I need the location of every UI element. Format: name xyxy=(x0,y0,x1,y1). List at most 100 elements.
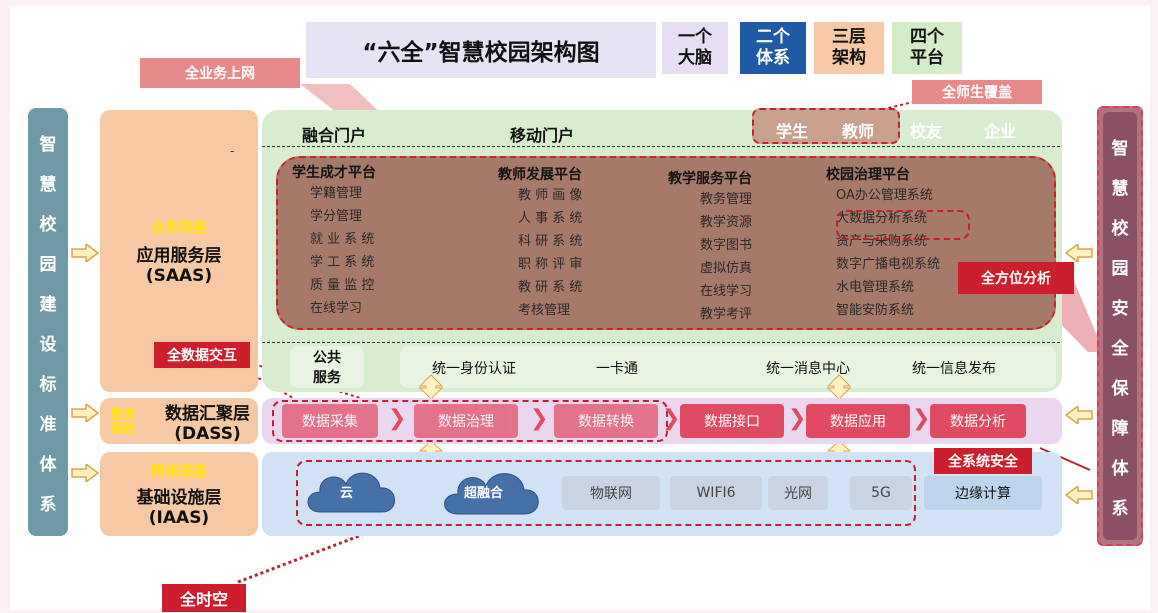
arrow-right-icon xyxy=(71,464,100,482)
bigdata-highlight xyxy=(836,210,970,240)
callout-all-business: 全业务上网 xyxy=(140,58,300,88)
layer-dass-tag: 数据基座 xyxy=(110,407,135,435)
updown-arrow-icon xyxy=(826,374,852,400)
platform-title: 教师发展平台 xyxy=(498,167,582,183)
platform-item: 数字图书 xyxy=(700,238,753,253)
portal-divider xyxy=(262,146,1060,147)
left-char: 准 xyxy=(39,414,57,435)
cloud-label: 云 xyxy=(340,486,354,501)
layer-dass-name: 数据汇聚层 xyxy=(165,403,250,424)
service-message: 统一消息中心 xyxy=(766,361,850,377)
infra-edge: 边缘计算 xyxy=(924,476,1042,510)
callout-all-analysis: 全方位分析 xyxy=(958,262,1074,294)
platform-item: 资产与采购系统 xyxy=(836,234,928,249)
platform-item: 虚拟仿真 xyxy=(700,261,753,276)
arrow-left-icon xyxy=(1064,486,1093,504)
chevron-right-icon: ❯ xyxy=(788,406,807,431)
right-char: 智 xyxy=(1111,138,1129,159)
diagram-title: “六全”智慧校园架构图 xyxy=(306,22,656,78)
right-char: 园 xyxy=(1111,258,1129,279)
left-char: 园 xyxy=(39,254,57,275)
layer-iaas-abbr: (IAAS) xyxy=(148,507,210,528)
flow-apply: 数据应用 xyxy=(806,404,910,438)
chevron-right-icon: ❯ xyxy=(530,406,549,431)
platform-item: 科 研 系 统 xyxy=(518,234,583,249)
platform-item: 教务管理 xyxy=(700,192,753,207)
right-char: 安 xyxy=(1111,298,1129,319)
user-alumni: 校友 xyxy=(910,122,943,141)
portal-mobile: 移动门户 xyxy=(510,126,575,145)
platform-item: 大数据分析系统 xyxy=(836,211,928,226)
arrow-left-icon xyxy=(1064,406,1093,424)
tag-three-layers: 三层架构 xyxy=(814,22,884,74)
layer-saas-name: 应用服务层 xyxy=(136,245,222,266)
cloud-icon xyxy=(444,473,539,515)
arrow-left-icon xyxy=(1064,244,1093,262)
standard-system-column: 智慧校园建设标准体系 xyxy=(28,108,68,536)
infra-iot: 物联网 xyxy=(562,476,660,510)
platform-item: 在线学习 xyxy=(700,284,753,299)
platform-title: 学生成才平台 xyxy=(292,165,376,181)
tag-four-platforms: 四个平台 xyxy=(892,22,962,74)
platform-item: 学 工 系 统 xyxy=(310,255,375,270)
platform-item: 教学考评 xyxy=(700,307,753,322)
user-teacher: 教师 xyxy=(842,122,875,141)
layer-dass-abbr: (DASS) xyxy=(174,423,241,444)
platform-student: 学生成才平台学籍管理学分管理就 业 系 统学 工 系 统质 量 监 控在线学习 xyxy=(292,162,452,320)
public-label-bottom: 服务 xyxy=(313,370,341,386)
left-char: 系 xyxy=(39,494,57,515)
platform-teacher: 教师发展平台教 师 画 像人 事 系 统科 研 系 统职 称 评 审教 研 系 … xyxy=(498,164,648,322)
platform-item: 学分管理 xyxy=(310,209,363,224)
right-char: 系 xyxy=(1111,498,1129,519)
layer-saas-abbr: (SAAS) xyxy=(145,265,213,286)
right-char: 校 xyxy=(1111,218,1129,239)
left-char: 设 xyxy=(39,334,57,355)
callout-all-data: 全数据交互 xyxy=(154,342,250,368)
public-services-box xyxy=(400,346,1056,388)
users-highlight xyxy=(752,108,900,144)
flow-govern: 数据治理 xyxy=(414,404,518,438)
right-char: 慧 xyxy=(1111,178,1129,199)
chevron-right-icon: ❯ xyxy=(662,406,681,431)
flow-collect: 数据采集 xyxy=(282,404,378,438)
platform-item: 教学资源 xyxy=(700,215,753,230)
user-student: 学生 xyxy=(776,122,809,141)
infra-wifi6: WIFI6 xyxy=(670,476,762,510)
service-card: 一卡通 xyxy=(596,361,638,377)
left-char: 标 xyxy=(39,374,57,395)
platform-item: 质 量 监 控 xyxy=(310,278,375,293)
platform-item: 数字广播电视系统 xyxy=(836,257,941,272)
layer-iaas-box: 网络底座 基础设施层 (IAAS) xyxy=(100,452,258,536)
platform-item: 教 研 系 统 xyxy=(518,280,583,295)
platform-teaching: 教学服务平台教务管理教学资源数字图书虚拟仿真在线学习教学考评 xyxy=(668,168,788,326)
cloud-icon xyxy=(307,472,395,513)
infra-fiber: 光网 xyxy=(768,476,828,510)
platform-item: 考核管理 xyxy=(518,303,571,318)
callout-all-security: 全系统安全 xyxy=(934,448,1032,474)
tag-two-systems: 二个体系 xyxy=(740,22,806,74)
platform-title: 校园治理平台 xyxy=(826,167,910,183)
layer-saas-tag: 业务快座 xyxy=(151,219,207,236)
public-label-box: 公共 服务 xyxy=(290,346,364,388)
platform-item: OA办公管理系统 xyxy=(836,188,933,203)
right-char: 全 xyxy=(1111,338,1129,359)
tag-one-brain: 一个大脑 xyxy=(662,22,728,74)
right-char: 保 xyxy=(1111,378,1129,399)
layer-saas-dot: - xyxy=(230,144,235,158)
platforms-area xyxy=(276,156,1056,330)
left-char: 校 xyxy=(39,214,57,235)
platform-title: 教学服务平台 xyxy=(668,171,752,187)
chevron-right-icon: ❯ xyxy=(912,406,931,431)
platform-item: 就 业 系 统 xyxy=(310,232,375,247)
infra-5g: 5G xyxy=(850,476,912,510)
data-exchange-highlight xyxy=(272,400,668,442)
layer-iaas-name: 基础设施层 xyxy=(136,487,222,508)
platform-item: 水电管理系统 xyxy=(836,280,915,295)
platform-governance: 校园治理平台 OA办公管理系统大数据分析系统资产与采购系统数字广播电视系统水电管理… xyxy=(826,164,976,322)
public-divider xyxy=(262,342,1060,343)
left-char: 建 xyxy=(39,294,57,315)
layer-iaas-tag: 网络底座 xyxy=(151,463,207,480)
flow-interface: 数据接口 xyxy=(680,404,784,438)
chevron-right-icon: ❯ xyxy=(388,406,407,431)
portal-fusion: 融合门户 xyxy=(302,126,367,145)
